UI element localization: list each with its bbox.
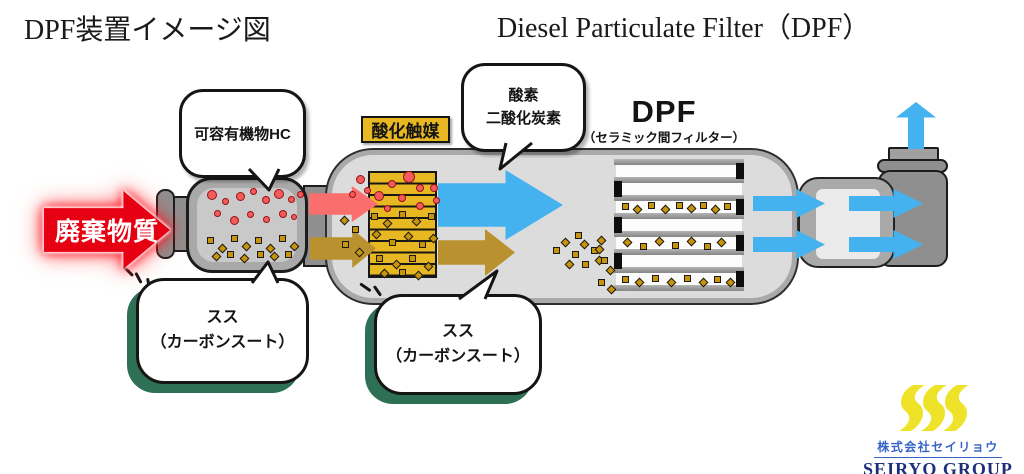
logo-s-mark-icon (899, 385, 971, 431)
dpf-wall (614, 213, 744, 219)
dpf-wall (614, 249, 744, 255)
dpf-filter (614, 159, 744, 291)
pre-chamber-inner (197, 188, 297, 262)
emphasis-tick (134, 272, 143, 284)
catalyst-label: 酸化触媒 (361, 116, 450, 143)
soot-bubble-right-line1: スス (441, 322, 474, 340)
dpf-channel-plug (614, 217, 622, 233)
oxygen-bubble-tail (498, 141, 533, 171)
muffler (798, 177, 895, 268)
waste-arrow-label: 廃棄物質 (55, 218, 160, 246)
oxygen-bubble: 酸素 二酸化炭素 (461, 63, 586, 152)
dpf-wall (614, 267, 744, 273)
hc-bubble-tail (247, 167, 281, 192)
soot-bubble-left-tail (250, 260, 280, 284)
dpf-channel-plug (736, 199, 744, 215)
soot-bubble-left-line1: スス (206, 309, 239, 327)
dpf-channel (616, 237, 742, 249)
oxidation-catalyst-block (368, 171, 437, 278)
dpf-channel-plug (614, 253, 622, 269)
dpf-channel (616, 273, 742, 285)
oxygen-bubble-line2: 二酸化炭素 (485, 109, 561, 127)
dpf-title: DPF (631, 94, 697, 129)
dpf-channel-plug (736, 235, 744, 251)
oxygen-bubble-line1: 酸素 (508, 87, 539, 104)
dpf-channel (616, 165, 742, 177)
hc-bubble-label: 可容有機物HC (194, 126, 291, 143)
company-logo: 株式会社セイリョウ SEIRYO GROUP (858, 384, 1018, 474)
soot-bubble-left: スス （カーボンスート） (136, 278, 309, 384)
dpf-channel-plug (736, 163, 744, 179)
exhaust-up-arrow-icon (896, 102, 936, 149)
dpf-channel-plug (614, 181, 622, 197)
dpf-channel (616, 201, 742, 213)
title-left: DPF装置イメージ図 (24, 15, 271, 46)
soot-bubble-right: スス （カーボンスート） (374, 294, 542, 395)
dpf-wall (614, 231, 744, 237)
hc-bubble: 可容有機物HC (179, 89, 306, 178)
dpf-channel-plug (736, 271, 744, 287)
waste-arrow: 廃棄物質 (44, 191, 170, 269)
dpf-subtitle: （セラミック間フィルター） (582, 131, 746, 145)
dpf-wall (614, 177, 744, 183)
dpf-wall (614, 285, 744, 291)
soot-bubble-right-line2: （カーボンスート） (386, 347, 530, 365)
dpf-wall (614, 195, 744, 201)
soot-bubble-left-line2: （カーボンスート） (150, 334, 295, 351)
dpf-wall (614, 159, 744, 165)
dpf-channel (616, 219, 742, 231)
soot-bubble-right-tail (458, 269, 499, 301)
logo-group-name: SEIRYO GROUP (863, 459, 1013, 474)
dpf-channel (616, 183, 742, 195)
logo-company-name: 株式会社セイリョウ (874, 437, 1002, 458)
title-right: Diesel Particulate Filter（DPF） (497, 13, 871, 44)
dpf-channel (616, 255, 742, 267)
